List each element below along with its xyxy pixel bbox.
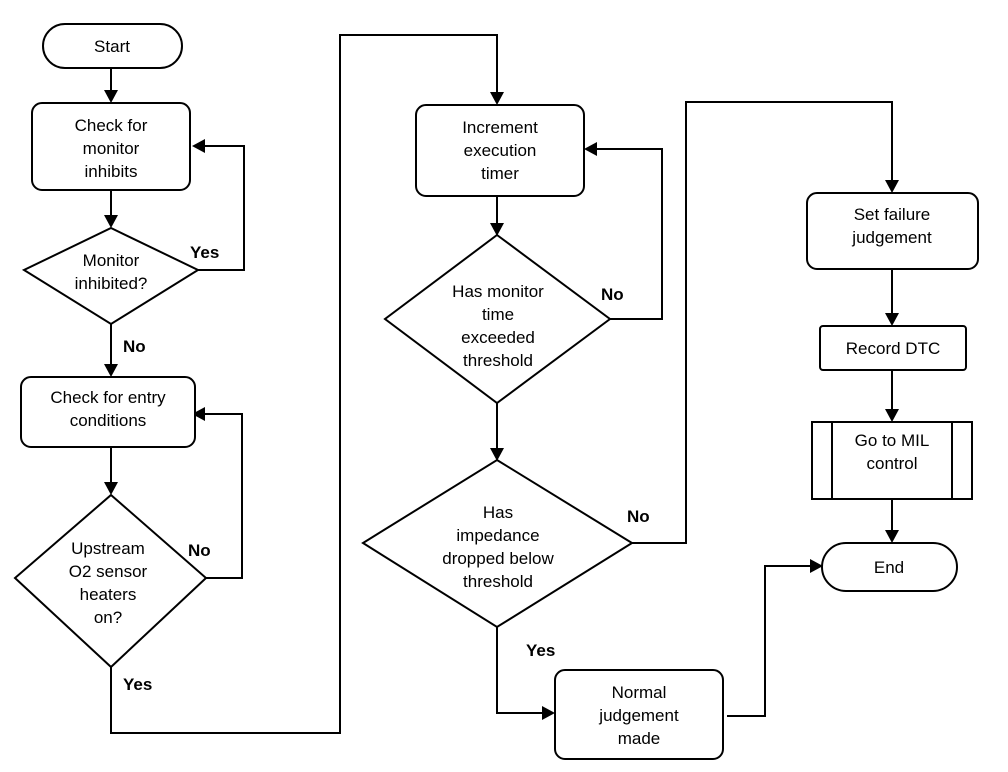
label-heaters-yes: Yes [123,675,152,694]
impedance-line-3: dropped below [442,549,554,568]
monitor-time-line-1: Has monitor [452,282,544,301]
start-label: Start [94,37,130,56]
label-impedance-no: No [627,507,650,526]
arrowhead-down [104,482,118,495]
upstream-o2-line-4: on? [94,608,122,627]
connector-inhibited-yes-loop [198,145,245,271]
arrowhead-down [885,313,899,326]
mil-control-line-2: control [866,454,917,473]
decision-impedance: Has impedance dropped below threshold [361,458,634,629]
connector-normal-to-end [727,565,810,717]
upstream-o2-line-3: heaters [80,585,137,604]
impedance-line-2: impedance [456,526,539,545]
set-failure-line-1: Set failure [854,205,931,224]
increment-timer-line-2: execution [464,141,537,160]
node-record-dtc: Record DTC [819,325,967,371]
node-end: End [821,542,958,592]
monitor-inhibited-line-2: inhibited? [75,274,148,293]
increment-timer-line-3: timer [481,164,519,183]
arrowheads [104,90,899,720]
monitor-time-line-4: threshold [463,351,533,370]
node-normal-judgement: Normal judgement made [554,669,724,760]
arrowhead-down [490,448,504,461]
node-start: Start [42,23,183,69]
arrowhead-down [104,364,118,377]
arrowhead-down [490,223,504,236]
connector-heaters-no-loop [205,413,243,579]
connector-impedance-no [632,101,893,544]
normal-judgement-line-2: judgement [598,706,679,725]
normal-judgement-line-1: Normal [612,683,667,702]
node-check-entry: Check for entry conditions [20,376,196,448]
arrowhead-right [542,706,555,720]
arrowhead-down [104,90,118,103]
connector-time-no-loop [597,148,663,320]
check-inhibits-line-1: Check for [75,116,148,135]
label-inhibited-no: No [123,337,146,356]
normal-judgement-line-3: made [618,729,661,748]
connectors [110,34,893,734]
record-dtc-label: Record DTC [846,339,940,358]
node-check-inhibits: Check for monitor inhibits [31,102,191,191]
label-inhibited-yes: Yes [190,243,219,262]
decision-monitor-time: Has monitor time exceeded threshold [383,233,612,405]
label-time-no: No [601,285,624,304]
increment-timer-line-1: Increment [462,118,538,137]
check-entry-line-2: conditions [70,411,147,430]
arrowhead-down [885,530,899,543]
check-inhibits-line-3: inhibits [85,162,138,181]
node-set-failure: Set failure judgement [806,192,979,270]
check-entry-line-1: Check for entry [50,388,166,407]
node-increment-timer: Increment execution timer [415,104,585,197]
end-label: End [874,558,904,577]
arrowhead-right [810,559,823,573]
monitor-inhibited-line-1: Monitor [83,251,140,270]
check-inhibits-line-2: monitor [83,139,140,158]
decision-upstream-o2: Upstream O2 sensor heaters on? [13,493,208,669]
upstream-o2-line-2: O2 sensor [69,562,148,581]
monitor-time-line-3: exceeded [461,328,535,347]
label-heaters-no: No [188,541,211,560]
branch-labels: Yes No No Yes No No Yes [123,243,650,694]
arrowhead-down [490,92,504,105]
arrowhead-left [192,139,205,153]
decision-monitor-inhibited: Monitor inhibited? [21,226,201,326]
arrowhead-down [885,180,899,193]
impedance-line-1: Has [483,503,513,522]
mil-control-line-1: Go to MIL [855,431,930,450]
connector-heaters-yes [110,34,498,734]
arrowhead-left [192,407,205,421]
monitor-time-line-2: time [482,305,514,324]
arrowhead-down [104,215,118,228]
arrowhead-left [584,142,597,156]
impedance-line-4: threshold [463,572,533,591]
arrowhead-down [885,409,899,422]
node-mil-control: Go to MIL control [811,421,973,500]
connector-impedance-yes [496,627,542,714]
label-impedance-yes: Yes [526,641,555,660]
upstream-o2-line-1: Upstream [71,539,145,558]
set-failure-line-2: judgement [851,228,932,247]
